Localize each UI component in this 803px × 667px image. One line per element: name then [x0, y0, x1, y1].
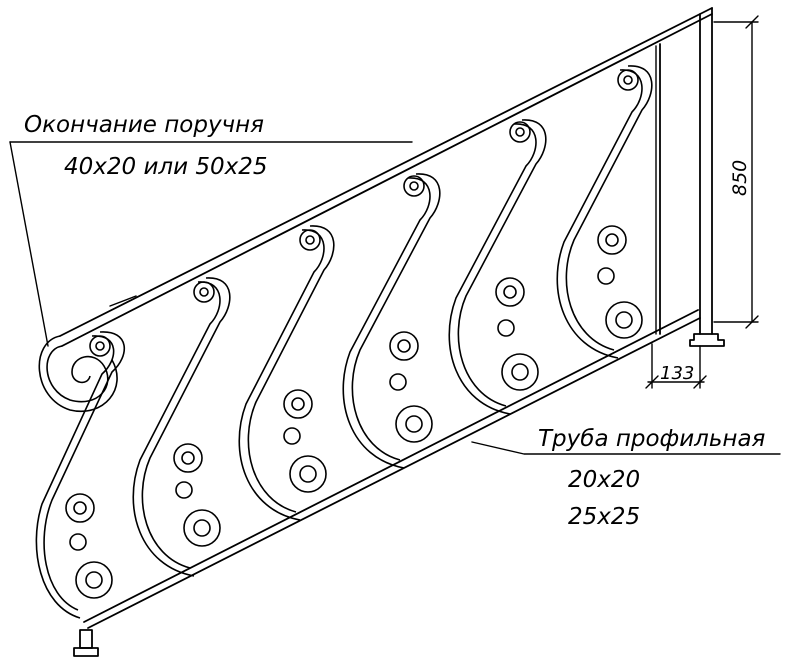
scroll-baluster-2	[132, 277, 231, 577]
height-dimension: 850	[713, 15, 759, 329]
profile-pipe-size-2: 25x25	[568, 504, 640, 530]
scroll-baluster-4	[342, 173, 441, 469]
bottom-foot-plate	[73, 629, 99, 657]
offset-dimension: 133	[645, 343, 707, 389]
baluster-scrolls	[35, 65, 653, 619]
handrail-end-title: Окончание поручня	[24, 112, 264, 138]
bottom-rail	[83, 309, 701, 629]
scroll-baluster-1	[35, 331, 126, 619]
scroll-baluster-5	[448, 119, 547, 415]
profile-pipe-size-1: 20x20	[568, 467, 640, 493]
profile-pipe-title: Труба профильная	[538, 426, 766, 452]
scroll-baluster-3	[238, 225, 335, 521]
offset-dimension-label: 133	[660, 363, 694, 384]
height-dimension-label: 850	[729, 160, 751, 196]
handrail	[59, 7, 713, 347]
handrail-end-callout: Окончание поручня 40x20 или 50x25	[9, 112, 413, 347]
newel-post	[655, 7, 725, 347]
handrail-end-sizes: 40x20 или 50x25	[64, 154, 268, 180]
handrail-end-scroll	[38, 335, 118, 413]
scroll-baluster-6	[556, 65, 653, 359]
profile-pipe-callout: Труба профильная 20x20 25x25	[471, 426, 781, 530]
